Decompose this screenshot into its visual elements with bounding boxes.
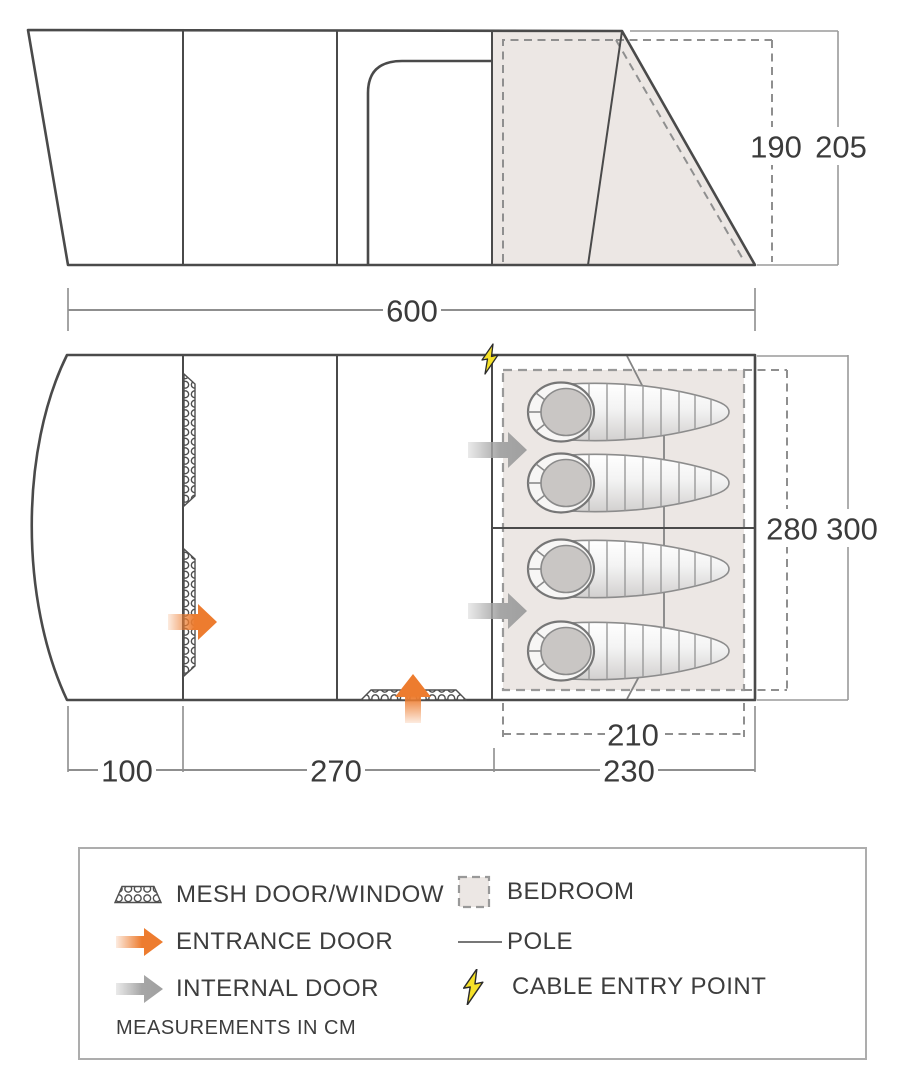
measurements-note: MEASUREMENTS IN CM <box>116 1017 357 1039</box>
dim-front-section: 100 <box>101 754 153 789</box>
pole-line-icon <box>457 939 507 945</box>
side-elevation-view: 190 205 <box>26 28 874 267</box>
side-tent-outline <box>26 28 757 267</box>
legend-entrance-label: ENTRANCE DOOR <box>176 928 394 955</box>
dim-280-line <box>744 369 788 691</box>
cable-entry-legend-icon <box>463 969 512 1005</box>
plan-tent-outline <box>30 353 757 702</box>
legend-item-entrance: ENTRANCE DOOR <box>114 925 393 959</box>
dim-depth-inner: 280 <box>766 512 818 547</box>
internal-door-arrow-1 <box>468 432 527 468</box>
dim-width-600: 600 <box>67 288 756 331</box>
mesh-door-strips <box>183 372 468 701</box>
dim-210-line <box>502 703 745 737</box>
mesh-strip-lower <box>183 547 196 678</box>
plan-dividers <box>182 355 755 700</box>
legend-box: MESH DOOR/WINDOW ENTRANCE DOOR INTERNAL … <box>78 847 867 1060</box>
height-label-bg <box>742 127 874 165</box>
legend-item-bedroom: BEDROOM <box>457 874 635 910</box>
mesh-window-icon <box>114 885 176 905</box>
legend-mesh-label: MESH DOOR/WINDOW <box>176 881 444 908</box>
entrance-door-arrow-front <box>395 674 431 723</box>
dim-width-label: 600 <box>386 294 438 329</box>
dim-height-inner: 190 <box>750 130 802 165</box>
dim-living-section: 270 <box>310 754 362 789</box>
mesh-strip-upper <box>183 372 196 508</box>
legend-pole-label: POLE <box>507 928 574 955</box>
legend-bedroom-label: BEDROOM <box>507 878 635 905</box>
dim-height-peak: 205 <box>815 130 867 165</box>
cable-entry-icon <box>481 343 499 375</box>
entrance-door-icon <box>114 927 176 957</box>
internal-door-arrow-2 <box>468 593 527 629</box>
entrance-door-arrow-side <box>168 604 217 640</box>
legend-item-internal: INTERNAL DOOR <box>114 972 379 1006</box>
plan-bedroom-dashed-border <box>501 368 746 692</box>
diagram-canvas: 190 205 600 <box>26 28 881 789</box>
legend-cable-label: CABLE ENTRY POINT <box>512 973 767 1000</box>
side-bedroom-shade <box>492 31 755 265</box>
side-door-outline <box>366 59 492 265</box>
dim-bedroom-inner-width: 210 <box>607 718 659 753</box>
side-dividers <box>182 30 493 265</box>
floor-plan-view <box>30 343 757 723</box>
side-pole-line <box>587 30 623 266</box>
dim-bedroom-section: 230 <box>603 754 655 789</box>
legend-item-cable: CABLE ENTRY POINT <box>463 968 766 1006</box>
legend-item-pole: POLE <box>457 925 573 959</box>
legend-item-mesh: MESH DOOR/WINDOW <box>114 878 444 912</box>
dim-depth-outer: 300 <box>826 512 878 547</box>
dim-extension-ticks <box>67 706 756 772</box>
legend-internal-label: INTERNAL DOOR <box>176 975 379 1002</box>
bedroom-swatch-icon <box>457 875 507 909</box>
internal-door-icon <box>114 974 176 1004</box>
plan-dimensions: 280 300 210 100 270 230 <box>67 355 881 789</box>
